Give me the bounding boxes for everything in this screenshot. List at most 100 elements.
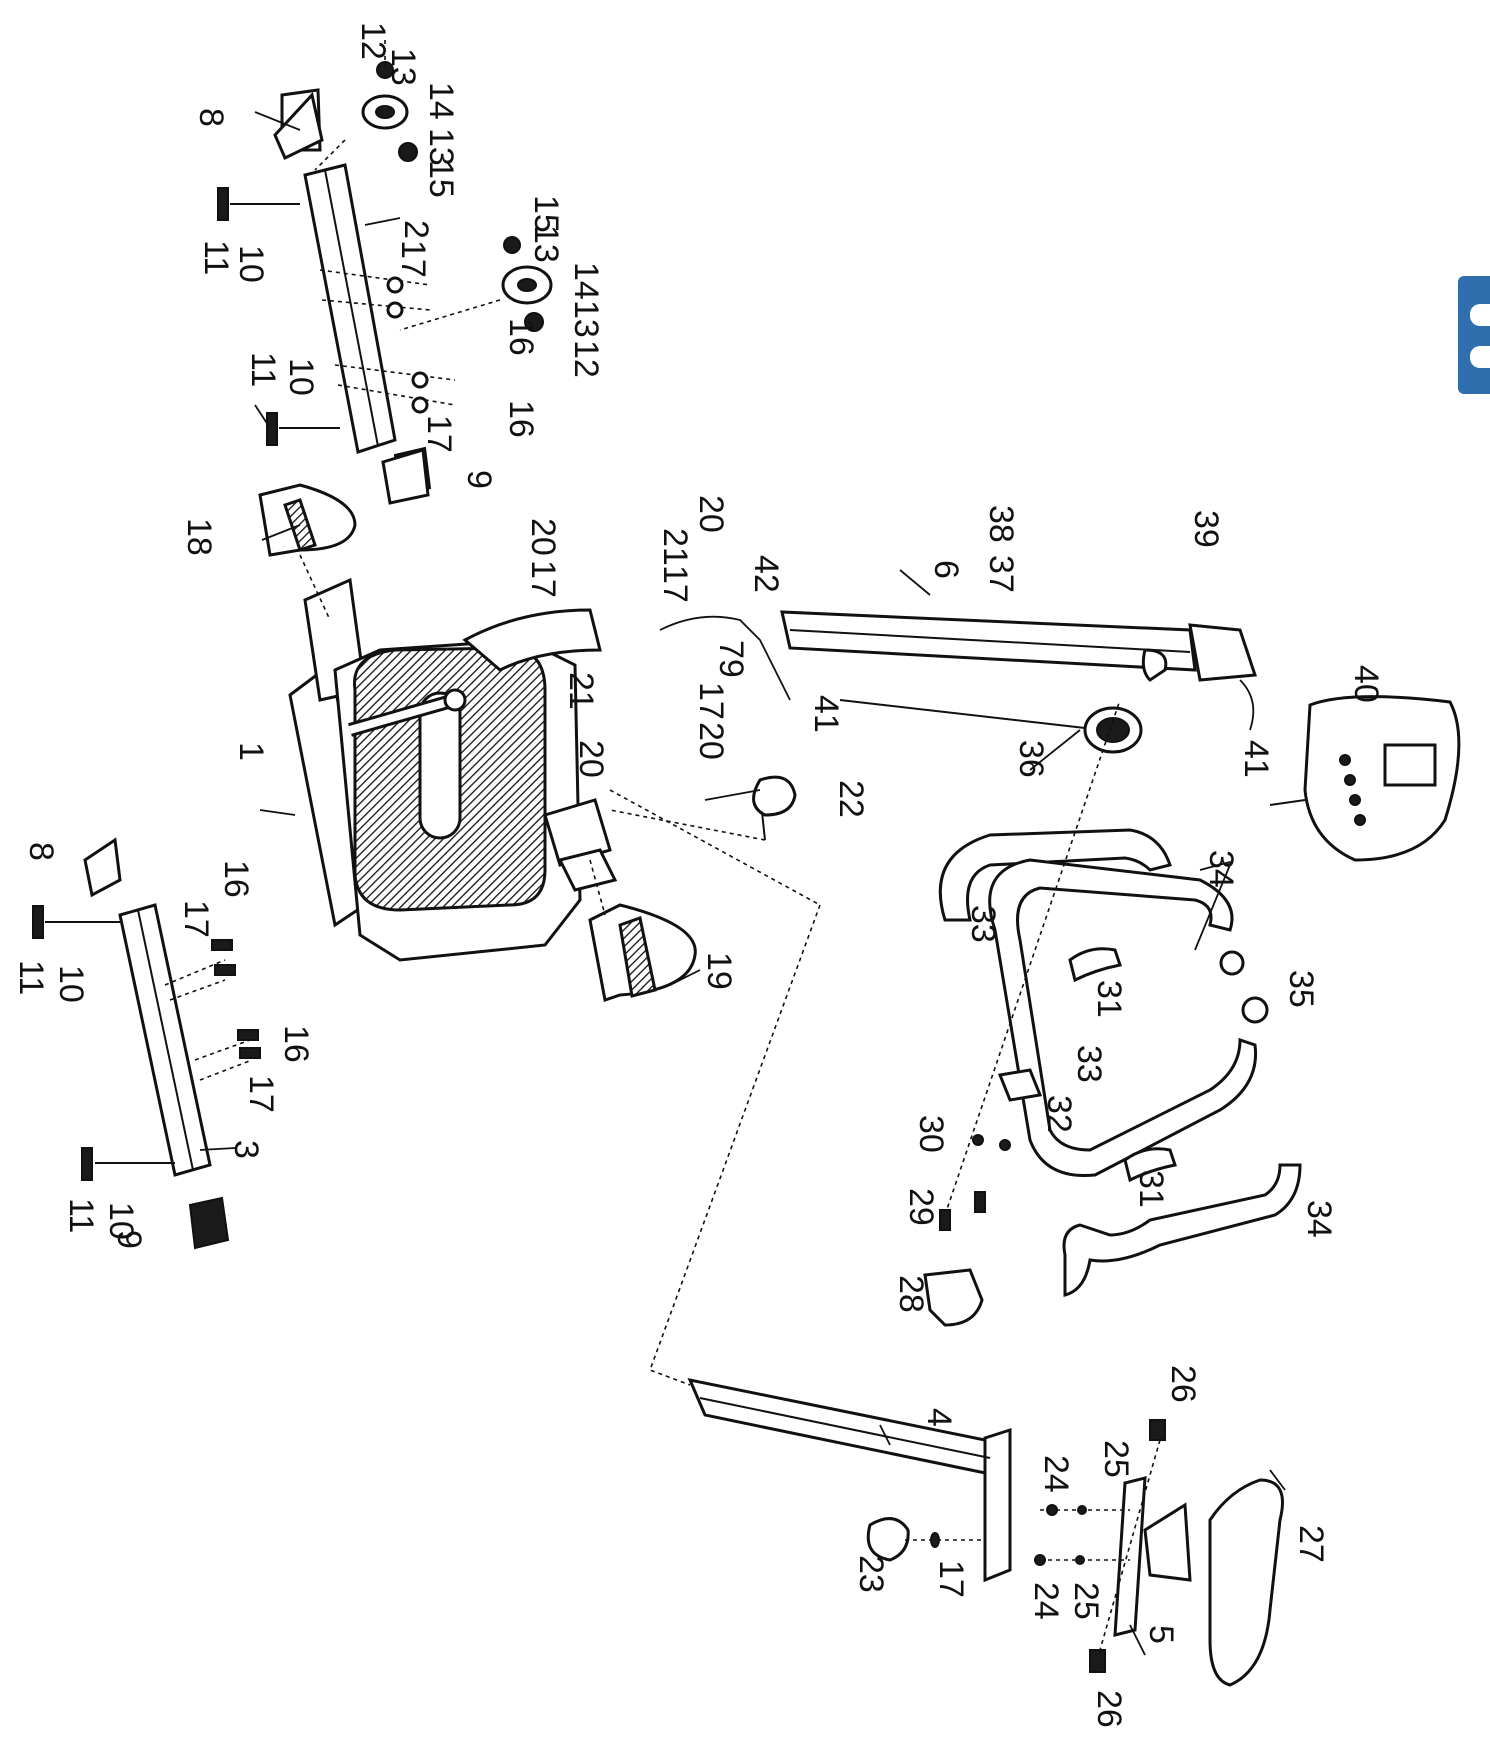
label-l41b: 41: [1237, 740, 1275, 778]
part-labels: 12 13 14 13 15 8 11 10 2 17 15 13 14 13 …: [12, 22, 1385, 1728]
label-l11d: 11: [62, 1198, 100, 1233]
label-l31a: 31: [1090, 980, 1128, 1018]
label-l11b: 11: [244, 352, 282, 387]
transport-wheel-part-14-top: [314, 40, 418, 171]
label-l33a: 33: [964, 905, 1002, 943]
label-l29: 29: [902, 1188, 940, 1226]
label-l20a: 20: [524, 518, 562, 556]
label-l8a: 8: [192, 108, 230, 127]
bolt-part-29-b: [974, 1191, 986, 1213]
label-l16a: 16: [502, 318, 540, 356]
label-l18: 18: [180, 518, 218, 556]
label-l9b: 9: [110, 1230, 148, 1249]
leveler-foot-part-11-third: [32, 905, 120, 939]
label-l6: 6: [927, 560, 965, 579]
label-l25a: 25: [1097, 1440, 1135, 1478]
label-l26b: 26: [1090, 1690, 1128, 1728]
sensor-disc-part-36: [839, 699, 1143, 754]
label-l34b: 34: [1300, 1200, 1338, 1238]
label-l16b: 16: [502, 400, 540, 438]
label-l3: 3: [227, 1140, 265, 1159]
label-l15a: 15: [422, 160, 460, 198]
label-l13d: 13: [567, 300, 605, 338]
label-l26a: 26: [1164, 1365, 1202, 1403]
end-cap-part-9-top: [381, 448, 430, 505]
label-l13b: 13: [422, 128, 460, 166]
leader-lines: [199, 111, 1286, 1656]
label-l39: 39: [1187, 510, 1225, 548]
washer-part-30-a: [972, 1134, 984, 1146]
label-l36: 36: [1012, 740, 1050, 778]
console-part-40: [1269, 695, 1461, 862]
front-stabilizer-part-3: [83, 837, 230, 1250]
handlebar-part-34-lower: [1062, 1163, 1302, 1297]
label-l30: 30: [912, 1115, 950, 1153]
seat-post-guide-path: [648, 904, 821, 1386]
label-l10b: 10: [282, 358, 320, 396]
end-cap-part-35-a: [1219, 950, 1245, 976]
label-l41a: 41: [807, 695, 845, 733]
label-l10c: 10: [52, 965, 90, 1003]
label-l35: 35: [1282, 970, 1320, 1008]
label-l8b: 8: [22, 842, 60, 861]
label-l32: 32: [1040, 1095, 1078, 1133]
label-l38: 38: [982, 505, 1020, 543]
label-l17e: 17: [692, 682, 730, 720]
label-l10d: 10: [102, 1202, 140, 1240]
label-l1: 1: [232, 742, 270, 761]
label-l17d: 17: [656, 565, 694, 603]
pedal-part-18: [258, 483, 357, 621]
label-l22: 22: [832, 780, 870, 818]
bolts-part-16-17-rear: [319, 269, 456, 414]
grip-sensor-part-31-lower: [1123, 1147, 1177, 1183]
end-cap-part-35-b: [1241, 996, 1269, 1024]
label-l11c: 11: [12, 960, 50, 995]
label-l17h: 17: [932, 1560, 970, 1598]
label-l21a: 21: [656, 528, 694, 566]
label-l42: 42: [747, 555, 785, 593]
handlebar-frame-part-34: [988, 858, 1258, 1178]
leveler-foot-part-11-top: [217, 187, 300, 221]
label-l17b: 17: [420, 415, 458, 453]
label-l37: 37: [982, 555, 1020, 593]
label-l79: 79: [712, 640, 750, 678]
tension-knob-part-22: [609, 775, 797, 841]
label-l33b: 33: [1070, 1045, 1108, 1083]
label-l21b: 21: [562, 672, 600, 710]
label-l11a: 11: [197, 240, 235, 275]
label-l13a: 13: [384, 48, 422, 86]
label-l25b: 25: [1067, 1582, 1105, 1620]
end-cap-part-26-bottom: [1089, 1649, 1106, 1673]
label-l16c: 16: [217, 860, 255, 898]
label-l40: 40: [1347, 665, 1385, 703]
label-l23: 23: [852, 1555, 890, 1593]
grip-sensor-part-31-upper: [1068, 947, 1122, 983]
seat-post-part-4: [687, 1377, 1012, 1583]
label-l31b: 31: [1132, 1170, 1170, 1208]
transport-wheel-part-14-lower: [399, 236, 553, 332]
label-l20d: 20: [572, 740, 610, 778]
label-l17f: 17: [177, 900, 215, 938]
label-l17a: 17: [394, 240, 432, 278]
cover-part-28: [923, 1268, 984, 1327]
label-l16d: 16: [277, 1025, 315, 1063]
end-cap-part-8-top: [273, 91, 324, 161]
label-l2: 2: [397, 220, 435, 239]
bracket-part-32: [997, 1068, 1043, 1102]
seat-part-27: [1208, 1478, 1284, 1687]
label-l17c: 17: [524, 560, 562, 598]
label-l24b: 24: [1027, 1582, 1065, 1620]
leveler-foot-part-11-second: [266, 412, 340, 446]
bolts-part-16-17-front-lower: [194, 1029, 261, 1081]
label-l12a: 12: [354, 22, 392, 60]
sensor-wire-part-41: [1239, 679, 1255, 731]
label-l15b: 15: [527, 195, 565, 233]
label-l20c: 20: [692, 722, 730, 760]
end-cap-part-26-top: [1149, 1419, 1166, 1441]
label-l14b: 14: [567, 262, 605, 300]
label-l12b: 12: [567, 340, 605, 378]
seat-knob-part-23: [866, 1517, 985, 1562]
label-l19: 19: [700, 952, 738, 990]
label-l28: 28: [892, 1275, 930, 1313]
